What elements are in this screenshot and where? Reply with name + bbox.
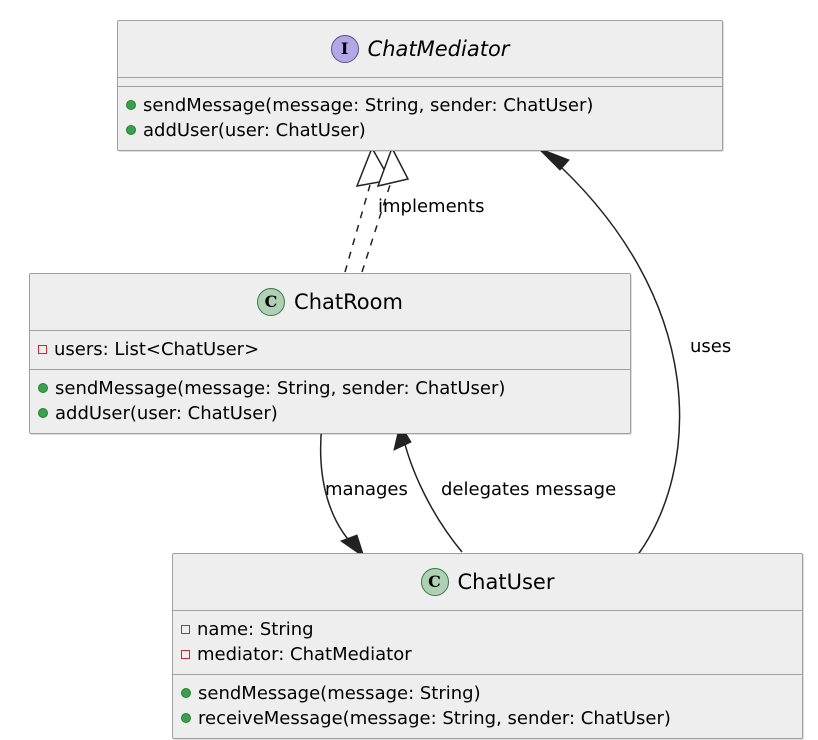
public-visibility-icon	[38, 383, 48, 393]
member-row: users: List<ChatUser>	[38, 337, 622, 362]
chatuser-attributes-compartment: name: String mediator: ChatMediator	[173, 610, 802, 674]
member-label: addUser(user: ChatUser)	[55, 403, 278, 424]
chatmediator-header: I ChatMediator	[118, 21, 722, 77]
member-label: addUser(user: ChatUser)	[143, 120, 366, 141]
implements-arrowhead-a	[355, 146, 392, 187]
chatuser-methods-compartment: sendMessage(message: String) receiveMess…	[173, 674, 802, 738]
chatroom-methods-compartment: sendMessage(message: String, sender: Cha…	[30, 369, 630, 433]
member-label: sendMessage(message: String, sender: Cha…	[55, 378, 506, 399]
public-visibility-icon	[38, 408, 48, 418]
member-label: receiveMessage(message: String, sender: …	[198, 708, 671, 729]
member-row: mediator: ChatMediator	[181, 642, 794, 667]
edge-label-implements: implements	[378, 196, 485, 217]
member-label: sendMessage(message: String)	[198, 683, 481, 704]
chatuser-title: ChatUser	[457, 570, 555, 594]
private-visibility-icon	[181, 625, 190, 634]
member-label: users: List<ChatUser>	[54, 339, 260, 360]
uml-node-chatuser[interactable]: C ChatUser name: String mediator: ChatMe…	[172, 553, 803, 739]
edge-label-delegates-message: delegates message	[441, 479, 617, 500]
chatroom-title: ChatRoom	[294, 290, 403, 314]
chatmediator-methods-compartment: sendMessage(message: String, sender: Cha…	[118, 86, 722, 150]
interface-stereotype-icon: I	[330, 35, 359, 63]
uml-node-chatmediator[interactable]: I ChatMediator sendMessage(message: Stri…	[117, 20, 723, 151]
public-visibility-icon	[126, 125, 136, 135]
edge-label-manages: manages	[325, 479, 408, 500]
member-row: name: String	[181, 617, 794, 642]
chatroom-header: C ChatRoom	[30, 274, 630, 330]
public-visibility-icon	[181, 713, 191, 723]
member-row: sendMessage(message: String, sender: Cha…	[38, 376, 622, 401]
member-row: sendMessage(message: String, sender: Cha…	[126, 93, 714, 118]
member-label: sendMessage(message: String, sender: Cha…	[143, 95, 594, 116]
uml-node-chatroom[interactable]: C ChatRoom users: List<ChatUser> sendMes…	[29, 273, 631, 434]
member-label: mediator: ChatMediator	[197, 644, 412, 665]
private-visibility-icon	[38, 345, 47, 354]
class-stereotype-icon: C	[420, 568, 449, 596]
member-row: sendMessage(message: String)	[181, 681, 794, 706]
chatuser-header: C ChatUser	[173, 554, 802, 610]
public-visibility-icon	[126, 100, 136, 110]
member-row: addUser(user: ChatUser)	[126, 118, 714, 143]
member-row: addUser(user: ChatUser)	[38, 401, 622, 426]
implements-edge-line-a	[344, 184, 371, 273]
uses-arrowhead	[537, 147, 570, 171]
implements-arrowhead-b	[376, 146, 410, 188]
edge-label-uses: uses	[690, 336, 732, 357]
chatmediator-title: ChatMediator	[367, 37, 510, 61]
public-visibility-icon	[181, 688, 191, 698]
private-visibility-icon	[181, 650, 190, 659]
class-stereotype-icon: C	[257, 288, 286, 316]
chatroom-attributes-compartment: users: List<ChatUser>	[30, 330, 630, 369]
chatmediator-attributes-compartment	[118, 77, 722, 86]
member-row: receiveMessage(message: String, sender: …	[181, 706, 794, 731]
member-label: name: String	[197, 619, 314, 640]
